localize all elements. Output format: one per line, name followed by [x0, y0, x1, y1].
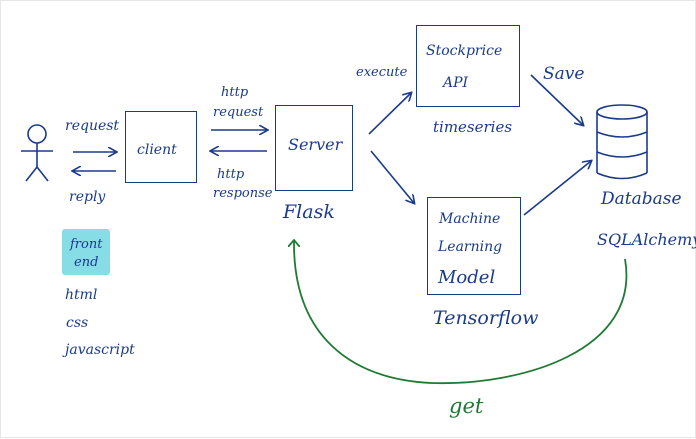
get-arrow: [294, 241, 628, 385]
model-to-database-arrow: [523, 161, 591, 216]
stockprice-label: Stockprice: [426, 43, 503, 59]
reply-label: reply: [69, 189, 106, 205]
server-to-model-arrow: [370, 150, 414, 203]
learning-label: Learning: [438, 239, 503, 255]
css-label: css: [66, 315, 89, 331]
flask-label: Flask: [283, 201, 335, 223]
frontend-label-2: end: [74, 255, 99, 270]
get-label: get: [449, 394, 484, 418]
machine-label: Machine: [439, 211, 501, 227]
request-label: request: [65, 118, 120, 134]
server-box: [275, 105, 353, 191]
model-label: Model: [438, 267, 496, 288]
javascript-label: javascript: [65, 342, 135, 358]
http-response-label-2: response: [213, 186, 273, 201]
ml-model-box: [427, 197, 521, 295]
sqlalchemy-label: SQLAlchemy: [597, 230, 696, 249]
save-arrow: [530, 74, 583, 125]
execute-arrow: [368, 93, 411, 135]
http-response-label-1: http: [217, 167, 245, 182]
tensorflow-label: Tensorflow: [433, 307, 539, 329]
save-label: Save: [543, 64, 585, 84]
client-label: client: [137, 142, 177, 158]
client-box: [125, 111, 197, 183]
stockprice-api-box: [416, 25, 520, 107]
frontend-label-1: front: [70, 237, 103, 252]
timeseries-label: timeseries: [433, 118, 513, 136]
user-figure-icon: [21, 124, 53, 182]
api-label: API: [443, 75, 469, 91]
html-label: html: [65, 287, 98, 303]
database-icon: [596, 104, 648, 180]
execute-label: execute: [356, 65, 408, 80]
database-label: Database: [601, 189, 682, 209]
http-request-label-1: http: [221, 85, 249, 100]
http-request-label-2: request: [213, 105, 264, 120]
server-label: Server: [288, 135, 343, 154]
frontend-sticky-note: [62, 229, 110, 275]
